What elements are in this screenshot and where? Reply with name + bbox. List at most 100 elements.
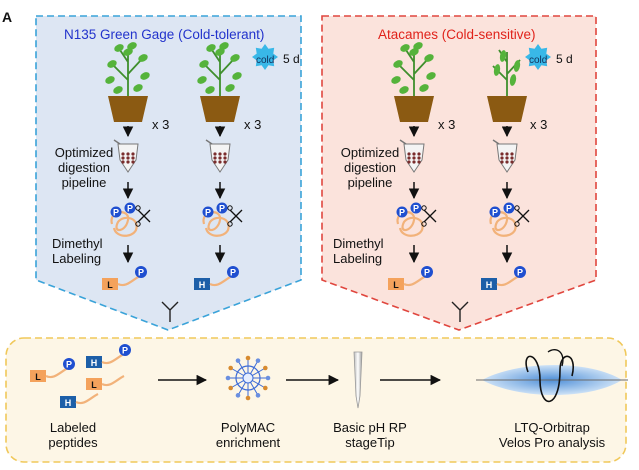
leaf	[107, 60, 117, 68]
light-labeled-peptide: L	[86, 375, 125, 390]
right-cold-badge-text: cold	[529, 55, 548, 66]
left-replicate-2: x 3	[244, 117, 262, 132]
phospho-site: P	[421, 266, 433, 278]
stem	[205, 49, 234, 96]
tag-letter: L	[35, 372, 41, 382]
pot	[108, 96, 148, 122]
phospho-letter: P	[138, 268, 144, 278]
phospho-site: P	[202, 206, 214, 218]
right-panel-frame	[321, 15, 597, 331]
plant-icon	[391, 42, 436, 122]
left-cold-badge-text: cold	[256, 55, 275, 66]
tube-icon	[492, 139, 518, 173]
heavy-labeled-peptide: HP	[194, 266, 239, 290]
cold-badge-icon	[252, 44, 278, 70]
phospho-site: P	[503, 202, 515, 214]
polymac-dendrimer-icon	[225, 355, 271, 401]
pot	[487, 96, 527, 122]
leaf	[215, 48, 225, 56]
phospho-site: P	[227, 266, 239, 278]
stagetip-icon	[353, 351, 363, 409]
right-labeling-label: Dimethyl Labeling	[333, 236, 384, 266]
leaf	[409, 48, 419, 56]
plant-icon	[197, 42, 242, 122]
stem	[492, 49, 521, 96]
scissors-icon	[229, 209, 243, 223]
phospho-site: P	[396, 206, 408, 218]
leaf	[114, 44, 124, 52]
leaf	[419, 84, 429, 92]
phospho-letter: P	[506, 204, 512, 214]
tube-icon	[205, 139, 231, 173]
leaf	[140, 72, 150, 80]
plant-icon	[487, 49, 527, 122]
tag-letter: H	[199, 280, 206, 290]
pot	[200, 96, 240, 122]
pot	[394, 96, 434, 122]
phospho-site: P	[119, 344, 131, 356]
leaf	[230, 54, 240, 62]
phospho-site: P	[216, 202, 228, 214]
phospho-site: P	[63, 358, 75, 370]
right-duration: 5 d	[556, 52, 573, 66]
merge-symbol-right	[451, 301, 469, 322]
leaf	[123, 48, 133, 56]
leaf	[424, 54, 434, 62]
leaf	[225, 84, 235, 92]
scissors-icon	[423, 209, 437, 223]
heavy-tag	[86, 356, 102, 368]
leaf	[413, 42, 423, 50]
step-polymac-enrichment: PolyMAC enrichment	[215, 420, 281, 450]
phospho-letter: P	[424, 268, 430, 278]
leaf	[113, 86, 123, 94]
tag-letter: H	[65, 398, 72, 408]
left-labeling-label: Dimethyl Labeling	[52, 236, 103, 266]
light-tag	[30, 370, 46, 382]
merge-symbol-left	[161, 301, 179, 322]
scissors-icon	[137, 209, 151, 223]
leaf	[399, 86, 409, 94]
step-labeled-peptides: Labeled peptides	[48, 420, 98, 450]
leaf	[206, 44, 216, 52]
right-digestion-label: Optimized digestion pipeline	[340, 145, 400, 190]
phospho-site: P	[489, 206, 501, 218]
left-duration: 5 d	[283, 52, 300, 66]
phospho-letter: P	[219, 204, 225, 214]
leaf	[499, 50, 507, 62]
leaf	[219, 42, 229, 50]
light-labeled-peptide: LP	[102, 266, 147, 290]
leaf	[232, 72, 242, 80]
scissors-icon	[516, 209, 530, 223]
leaf	[513, 60, 521, 72]
leaf	[138, 54, 148, 62]
stem	[399, 49, 428, 96]
heavy-tag	[481, 278, 497, 290]
right-replicate-1: x 3	[438, 117, 456, 132]
leaf	[509, 74, 517, 86]
tag-letter: H	[91, 358, 98, 368]
phospho-letter: P	[127, 204, 133, 214]
heavy-labeled-peptide: HP	[481, 266, 526, 290]
stem	[113, 49, 142, 96]
heavy-labeled-peptide: HP	[86, 344, 131, 368]
leaf	[205, 86, 215, 94]
light-labeled-peptide: LP	[30, 358, 75, 382]
leaf	[197, 76, 207, 84]
heavy-tag	[60, 396, 76, 408]
phospho-letter: P	[122, 346, 128, 356]
phospho-letter: P	[492, 208, 498, 218]
leaf	[393, 60, 403, 68]
phospho-letter: P	[230, 268, 236, 278]
left-panel-frame	[35, 15, 302, 331]
plant-icon	[105, 42, 150, 122]
leaf	[391, 76, 401, 84]
